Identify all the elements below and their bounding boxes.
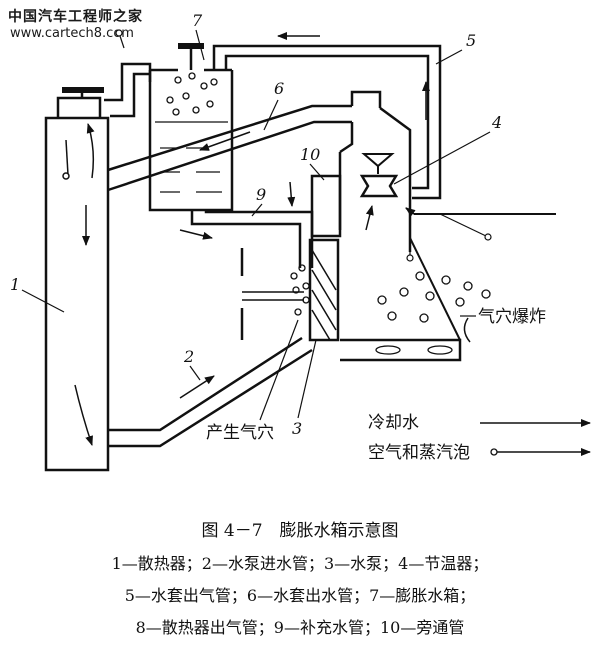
legend-line-3: 8—散热器出气管；9—补充水管；10—旁通管 [135, 618, 465, 637]
figure-caption: 图 4－7 膨胀水箱示意图 [201, 521, 399, 541]
radiator-flow-arrows [62, 123, 95, 446]
pump-bubbles [290, 264, 310, 316]
jacket-inlet-line [405, 207, 556, 262]
engine-block [338, 90, 462, 362]
label-10: 10 [300, 145, 320, 164]
label-3: 3 [292, 419, 302, 438]
label-7: 7 [192, 11, 203, 30]
radiator [44, 87, 110, 472]
legend-line-2: 5—水套出气管；6—水套出水管；7—膨胀水箱； [124, 586, 476, 605]
label-6: 6 [274, 79, 284, 98]
pump-inlet-pipe [108, 336, 313, 448]
label-5: 5 [466, 31, 476, 50]
makeup-water-pipe [179, 210, 314, 268]
jacket-vent-pipe [212, 32, 442, 200]
cavitation-symbols [375, 271, 491, 355]
label-cavitation-burst: 气穴爆炸 [478, 307, 546, 327]
legend-bubble-arrow [490, 448, 591, 456]
cooling-system-diagram: 7 5 6 4 10 9 1 2 3 气穴爆炸 产生气穴 冷却水 空气和蒸汽泡 [10, 11, 591, 472]
label-2: 2 [183, 347, 194, 366]
label-9: 9 [256, 185, 266, 204]
leader-lines [21, 29, 491, 421]
legend-line-1: 1—散热器；2—水泵进水管；3—水泵；4—节温器； [111, 554, 489, 573]
thermostat [359, 153, 399, 198]
watermark-site-url: www.cartech8.com [10, 26, 134, 41]
jacket-outlet-pipe [107, 104, 352, 192]
bypass-pipe [287, 174, 374, 238]
water-pump [240, 238, 340, 342]
radiator-vent-pipe [104, 29, 152, 118]
label-4: 4 [491, 113, 502, 132]
expansion-tank [148, 43, 234, 212]
watermark-site-name: 中国汽车工程师之家 [8, 9, 143, 25]
legend-coolant-label: 冷却水 [368, 413, 419, 433]
label-cavitation-generate: 产生气穴 [206, 423, 274, 443]
tank-bubbles [166, 72, 218, 116]
label-1: 1 [10, 275, 20, 294]
legend-air-steam-label: 空气和蒸汽泡 [368, 443, 470, 463]
